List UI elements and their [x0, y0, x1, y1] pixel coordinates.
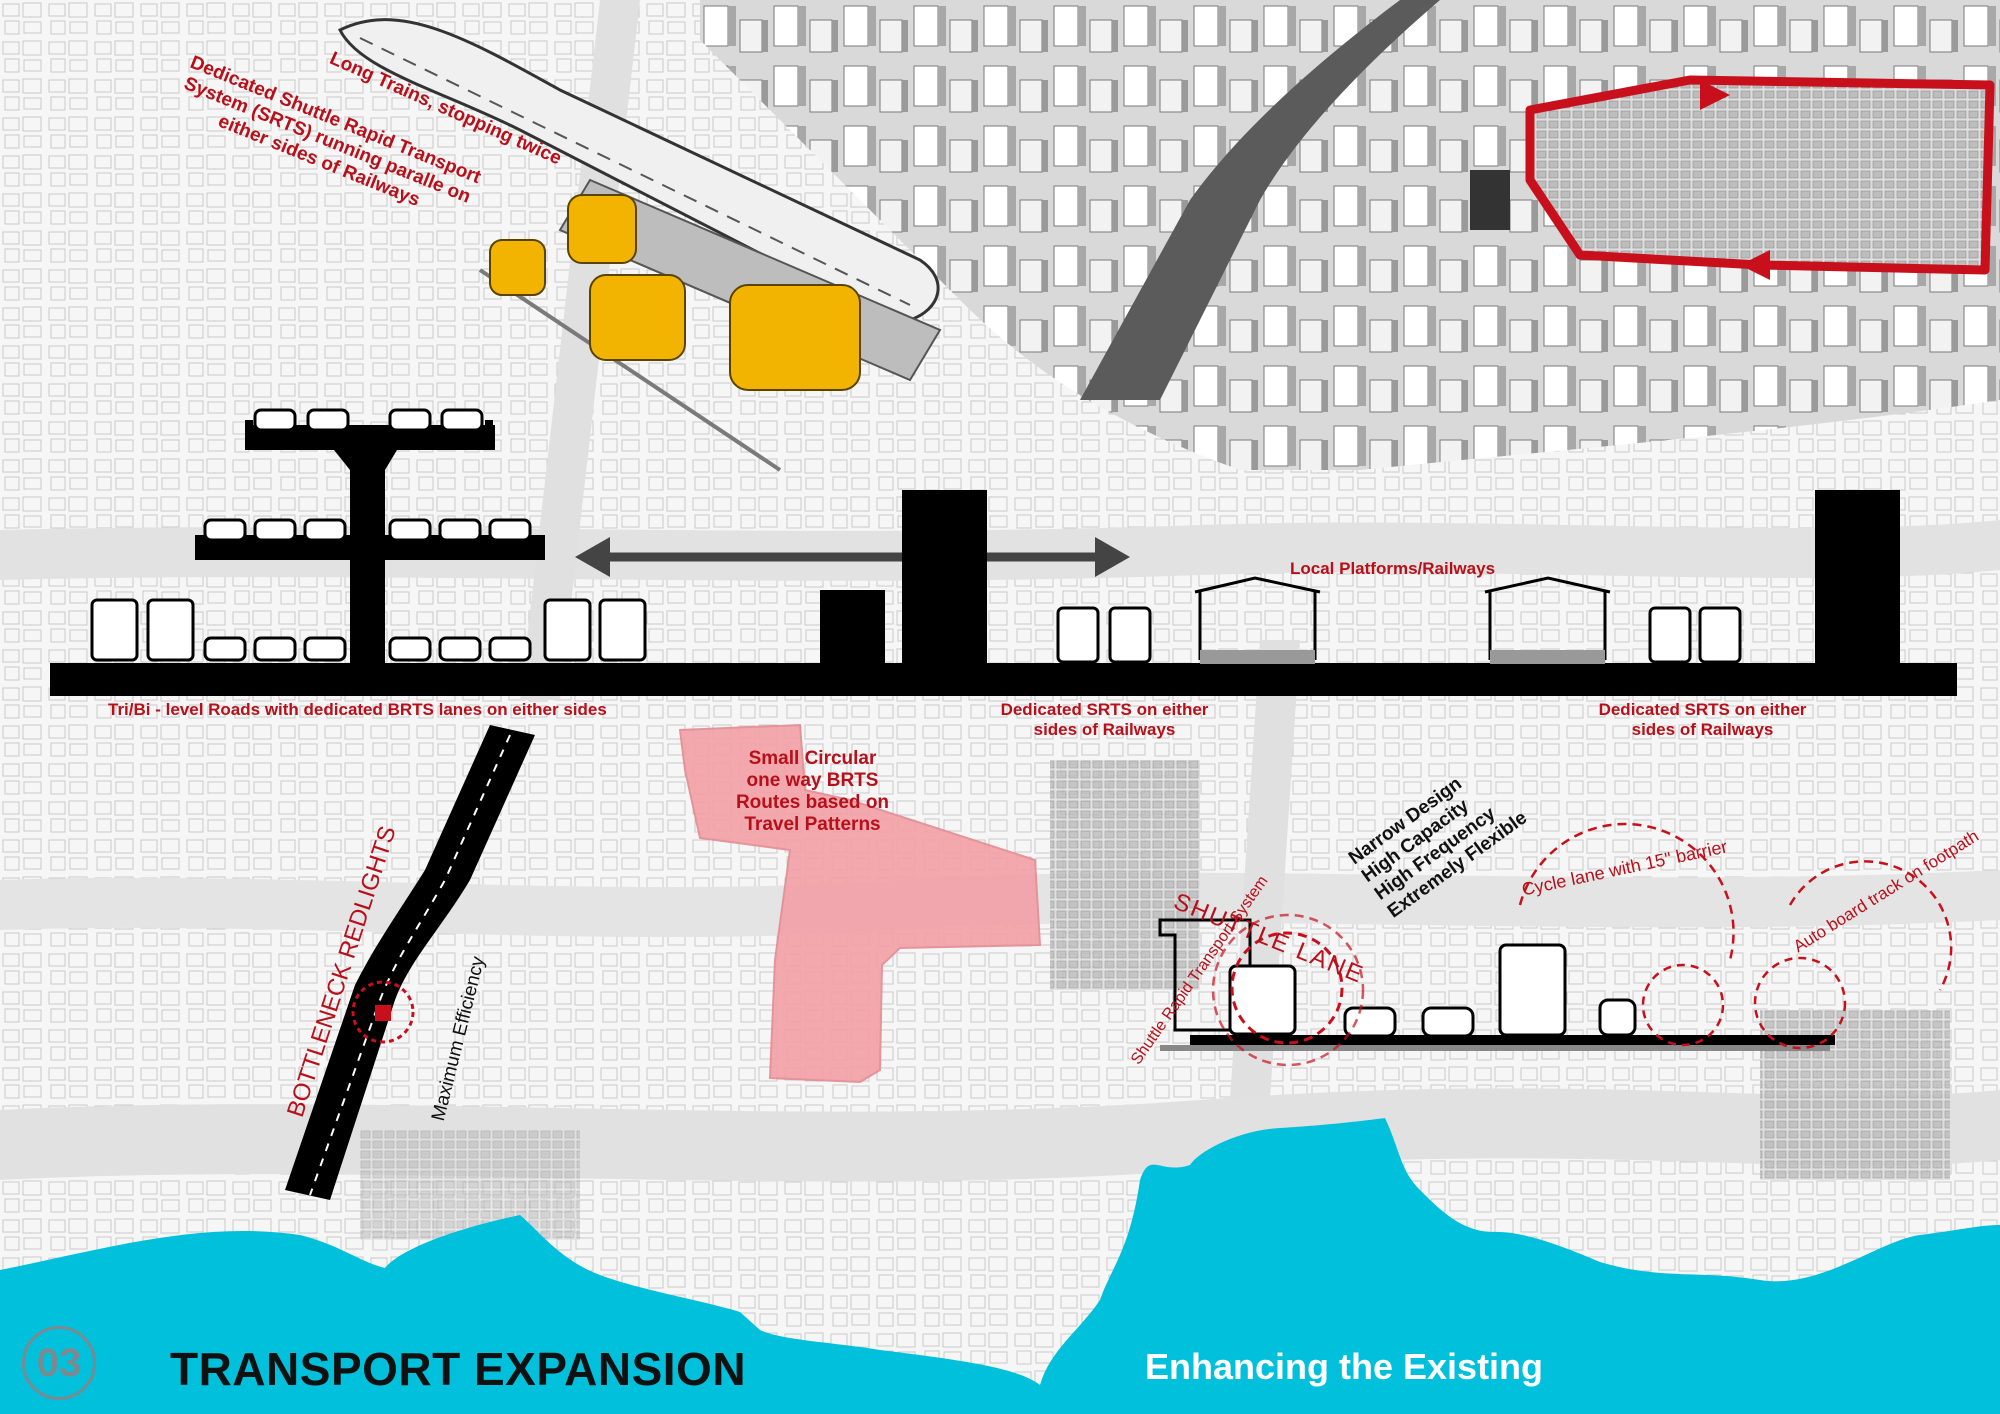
platform-1 — [1200, 650, 1315, 664]
dense-settlement — [1050, 760, 1200, 990]
circular-brts-area — [678, 723, 1042, 1084]
rail-line — [478, 268, 782, 472]
bottleneck-road — [285, 725, 535, 1200]
long-train — [337, 18, 940, 322]
label-srts-right-line1: Dedicated SRTS on either — [1598, 700, 1807, 719]
label-srts-mid-line2: sides of Railways — [1033, 719, 1176, 739]
route-arrow-2 — [1740, 250, 1770, 280]
section-tower-right — [1815, 490, 1900, 665]
platform-2 — [1490, 650, 1605, 664]
label-circular-line3: Routes based on — [735, 791, 890, 813]
elevated-highway — [1080, 0, 1440, 400]
route-arrow-1 — [1700, 80, 1730, 110]
label-srts-right-line2: sides of Railways — [1631, 719, 1774, 739]
span-double-arrow — [575, 537, 1130, 577]
label-srts-mid-line1: Dedicated SRTS on either — [1000, 700, 1209, 719]
label-srts-right: Dedicated SRTS on either sides of Railwa… — [1590, 700, 1815, 739]
section-block-small — [820, 590, 885, 665]
train-windows — [359, 37, 911, 306]
redlight-marker — [375, 1005, 391, 1021]
section-tower-mid — [902, 490, 987, 665]
label-srts-mid: Dedicated SRTS on either sides of Railwa… — [992, 700, 1217, 739]
circular-route-outline — [1525, 75, 1995, 275]
label-circular-line4: Travel Patterns — [744, 813, 881, 835]
dense-settlement-3 — [360, 1130, 580, 1240]
shuttle-lane-section — [1158, 822, 1953, 1067]
section-ground — [50, 663, 1957, 696]
label-tri-bi-roads: Tri/Bi - level Roads with dedicated BRTS… — [108, 700, 607, 719]
shuttle-pods — [489, 194, 861, 391]
page-subtitle: Enhancing the Existing — [1145, 1346, 1544, 1387]
water-body — [0, 1118, 2000, 1414]
page-title: TRANSPORT EXPANSION — [170, 1343, 747, 1395]
bottleneck-lane-marking — [309, 734, 511, 1196]
label-local-platforms: Local Platforms/Railways — [1290, 559, 1496, 578]
bottleneck-highlight — [351, 980, 415, 1044]
bus-on-highway — [1470, 170, 1510, 230]
label-circular-line2: one way BRTS — [746, 769, 879, 791]
label-circular-line1: Small Circular — [748, 748, 877, 769]
local-platform-shelters — [1194, 576, 1611, 660]
srts-vehicles — [1056, 606, 1742, 664]
tri-level-road-section — [90, 408, 647, 670]
label-circular-routes: Small Circular one way BRTS Routes based… — [725, 748, 900, 835]
page-number-badge: 03 — [22, 1326, 96, 1400]
